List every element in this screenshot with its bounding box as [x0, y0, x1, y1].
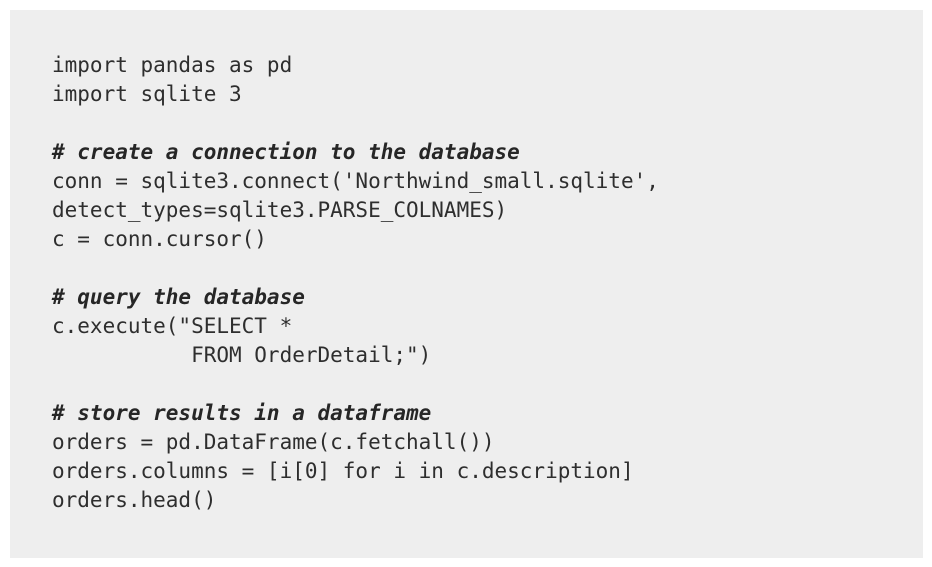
code-line-cursor: c = conn.cursor() — [52, 227, 267, 251]
comment-query-database: # query the database — [52, 285, 305, 309]
code-lines: import pandas as pd import sqlite 3 # cr… — [52, 51, 659, 515]
code-line-execute-select: c.execute("SELECT * — [52, 314, 293, 338]
code-line-connect: conn = sqlite3.connect('Northwind_small.… — [52, 169, 659, 193]
code-line-import-pandas: import pandas as pd — [52, 53, 293, 77]
blank-line — [52, 109, 659, 138]
code-line-dataframe: orders = pd.DataFrame(c.fetchall()) — [52, 430, 495, 454]
comment-create-connection: # create a connection to the database — [52, 140, 520, 164]
code-line-head: orders.head() — [52, 488, 217, 512]
blank-line — [52, 254, 659, 283]
comment-store-results: # store results in a dataframe — [52, 401, 432, 425]
code-block: import pandas as pd import sqlite 3 # cr… — [10, 10, 923, 558]
blank-line — [52, 370, 659, 399]
code-line-columns: orders.columns = [i[0] for i in c.descri… — [52, 459, 634, 483]
code-line-detect-types: detect_types=sqlite3.PARSE_COLNAMES) — [52, 198, 508, 222]
code-line-execute-from: FROM OrderDetail;") — [52, 343, 432, 367]
code-line-import-sqlite: import sqlite 3 — [52, 82, 242, 106]
